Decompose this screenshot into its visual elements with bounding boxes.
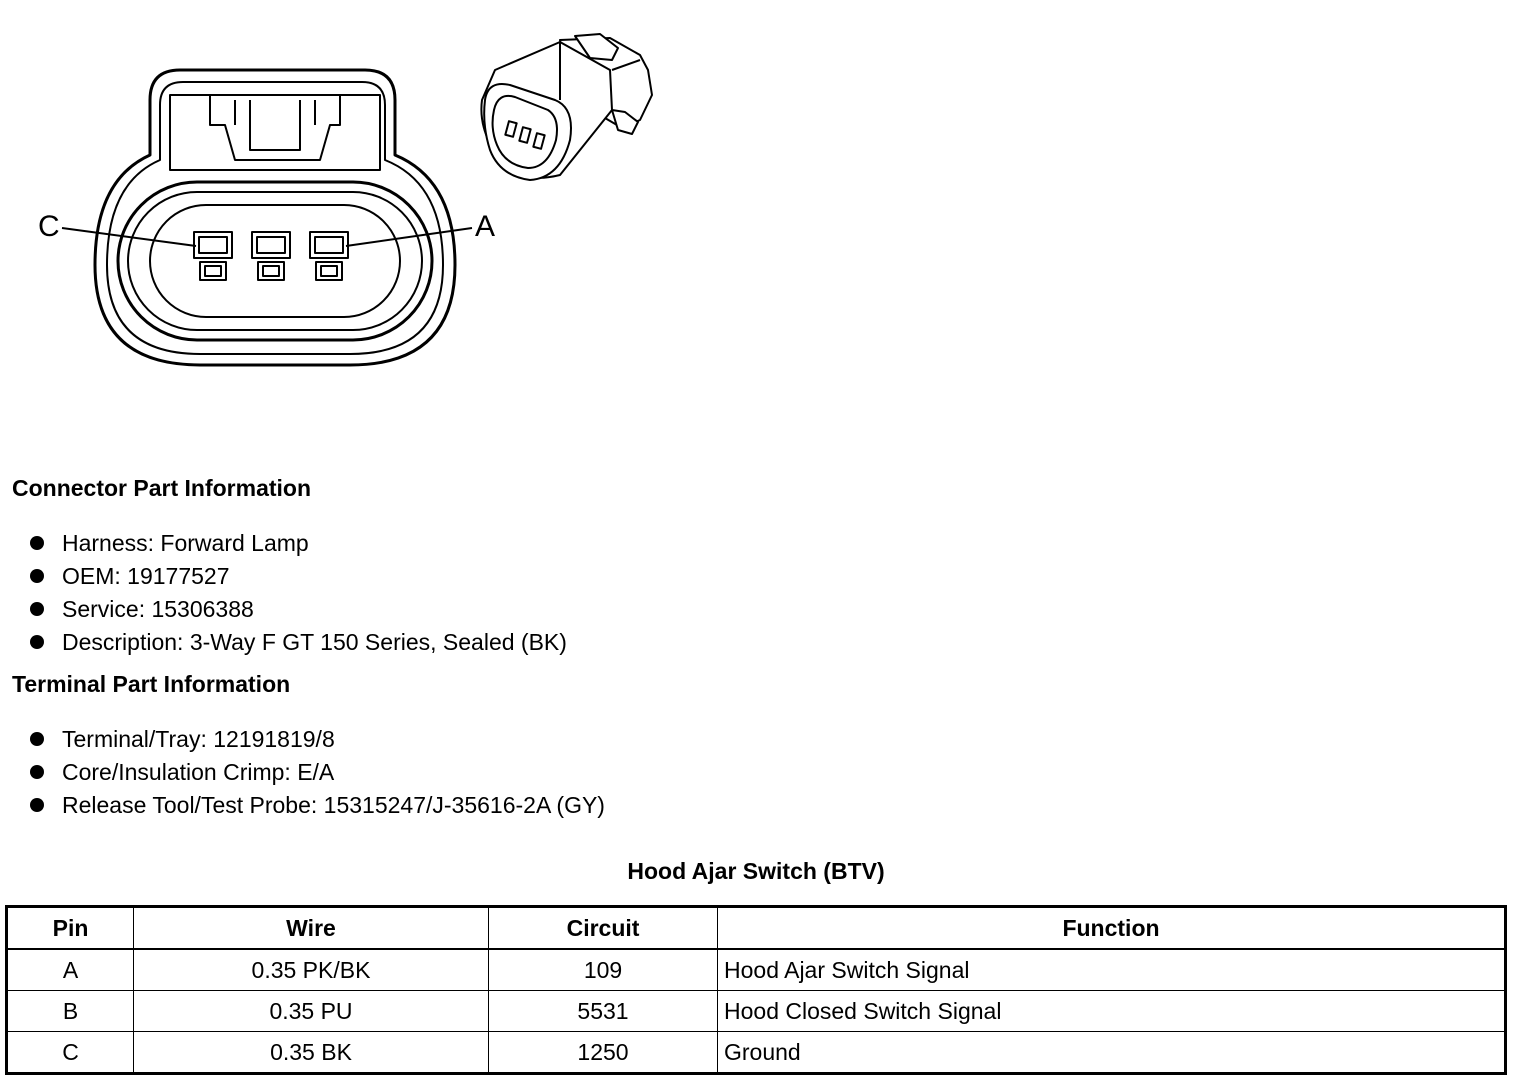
function-cell: Hood Closed Switch Signal	[717, 990, 1506, 1032]
connector-face-outer	[116, 180, 434, 342]
pin-table-title: Hood Ajar Switch (BTV)	[627, 858, 885, 884]
list-item: Harness: Forward Lamp	[30, 527, 567, 560]
circuit-cell: 5531	[488, 990, 718, 1032]
pin-cell: A	[6, 948, 134, 991]
bullet-icon	[30, 732, 44, 746]
pin-label-a: A	[475, 210, 495, 243]
terminal-part-info-heading: Terminal Part Information	[12, 671, 291, 697]
list-item: Terminal/Tray: 12191819/8	[30, 723, 605, 756]
column-header-circuit: Circuit	[488, 906, 718, 950]
connector-part-info-heading: Connector Part Information	[12, 475, 312, 501]
circuit-cell: 109	[488, 948, 718, 991]
bullet-icon	[30, 765, 44, 779]
column-header-wire: Wire	[133, 906, 489, 950]
connector-face-mid	[127, 191, 423, 331]
pin-table: Pin Wire Circuit Function A 0.35 PK/BK 1…	[5, 905, 1507, 1075]
bullet-icon	[30, 536, 44, 550]
list-item: Description: 3-Way F GT 150 Series, Seal…	[30, 626, 567, 659]
table-row: B 0.35 PU 5531 Hood Closed Switch Signal	[6, 990, 1506, 1032]
bullet-icon	[30, 569, 44, 583]
pin-cell: B	[6, 990, 134, 1032]
pin-label-c: C	[38, 210, 60, 243]
table-row: A 0.35 PK/BK 109 Hood Ajar Switch Signal	[6, 948, 1506, 991]
list-item: Service: 15306388	[30, 593, 567, 626]
table-row: C 0.35 BK 1250 Ground	[6, 1031, 1506, 1074]
list-item: Core/Insulation Crimp: E/A	[30, 756, 605, 789]
wire-cell: 0.35 PU	[133, 990, 489, 1032]
connector-diagram: C A	[38, 33, 653, 367]
wire-cell: 0.35 PK/BK	[133, 948, 489, 991]
wire-cell: 0.35 BK	[133, 1031, 489, 1074]
connector-housing-inner	[106, 81, 444, 355]
list-item: OEM: 19177527	[30, 560, 567, 593]
leader-line-a	[345, 227, 473, 247]
pin-cell: C	[6, 1031, 134, 1074]
connector-latch	[209, 95, 341, 161]
terminal-part-info-list: Terminal/Tray: 12191819/8 Core/Insulatio…	[30, 723, 605, 822]
bullet-icon	[30, 798, 44, 812]
column-header-pin: Pin	[6, 906, 134, 950]
list-item: Release Tool/Test Probe: 15315247/J-3561…	[30, 789, 605, 822]
function-cell: Ground	[717, 1031, 1506, 1074]
column-header-function: Function	[717, 906, 1506, 950]
table-header-row: Pin Wire Circuit Function	[6, 906, 1506, 950]
leader-line-c	[61, 227, 197, 247]
bullet-icon	[30, 635, 44, 649]
connector-face-inner	[149, 204, 401, 318]
terminal-cavity-b	[251, 231, 291, 281]
connector-latch-frame	[169, 94, 381, 171]
connector-part-info-list: Harness: Forward Lamp OEM: 19177527 Serv…	[30, 527, 567, 659]
connector-housing-outer	[93, 68, 457, 367]
terminal-cavity-c	[193, 231, 233, 281]
function-cell: Hood Ajar Switch Signal	[717, 948, 1506, 991]
connector-3d-view	[480, 33, 653, 181]
bullet-icon	[30, 602, 44, 616]
circuit-cell: 1250	[488, 1031, 718, 1074]
terminal-cavity-a	[309, 231, 349, 281]
